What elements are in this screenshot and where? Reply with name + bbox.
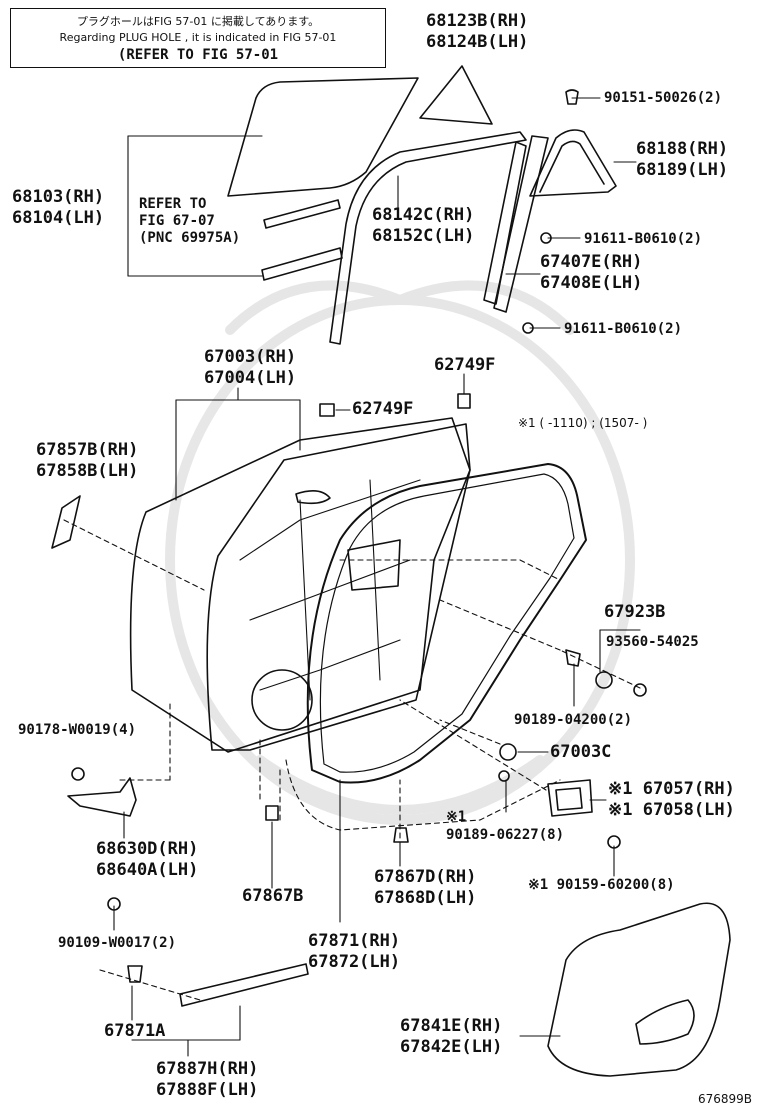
note-line-refer: (REFER TO FIG 57-01 [117,47,279,63]
part-label-91611-lower: 91611-B0610(2) [564,321,683,337]
stopper-67003c [499,743,517,761]
part-label-67858b: 67858B(LH) [36,461,139,481]
part-label-90178: 90178-W0019(4) [18,722,137,738]
lower-moulding-strip [179,963,309,1007]
part-label-68152c: 68152C(LH) [372,226,475,246]
part-label-68640a: 68640A(LH) [96,860,199,880]
door-weatherstrip [306,463,587,784]
part-label-67058: ※1 67058(LH) [608,800,735,820]
refer-line-1: REFER TO [139,196,207,212]
door-inner-frame [206,423,471,751]
bolt-90109 [107,897,121,911]
part-label-68123b: 68123B(RH) [426,11,529,31]
refer-line-2: FIG 67-07 [139,213,215,229]
plug-hole-note-box: プラグホールはFIG 57-01 に掲載してあります。 Regarding PL… [10,8,386,68]
glass-run-channel [329,131,527,345]
part-label-67871a: 67871A [104,1021,166,1041]
door-inner-frame-detail [239,479,421,701]
part-label-90189-06227: 90189-06227(8) [446,827,565,843]
quarter-window-glass [419,65,493,125]
note-line-english: Regarding PLUG HOLE , it is indicated in… [59,31,337,44]
part-label-67887h: 67887H(RH) [156,1059,259,1079]
part-label-67003: 67003(RH) [204,347,297,367]
part-label-90109: 90109-W0017(2) [58,935,177,951]
part-label-90189-04200: 90189-04200(2) [514,712,633,728]
rear-door-panel [129,417,471,753]
door-check-hinge [67,777,137,817]
belt-moulding-lower [261,247,343,281]
part-label-62749f-top: 62749F [434,355,496,375]
part-label-90159: ※1 90159-60200(8) [528,877,675,893]
part-label-67923b: 67923B [604,602,666,622]
part-label-67888f: 67888F(LH) [156,1080,259,1100]
clip-67867b [265,805,279,821]
part-label-68630d: 68630D(RH) [96,839,199,859]
condition-note: ※1 ( -1110) ; (1507- ) [518,416,648,430]
part-label-67841e: 67841E(RH) [400,1016,503,1036]
clip-90151 [565,89,579,105]
part-label-67871: 67871(RH) [308,931,401,951]
clip-62749f-left [319,403,335,417]
part-label-68103: 68103(RH) [12,187,105,207]
trim-inner-handle [635,999,695,1045]
bolt-91611-lower [522,322,534,334]
part-label-67867d: 67867D(RH) [374,867,477,887]
door-lock-assembly [547,779,593,817]
door-handle-recess [295,490,331,505]
note-line-japanese: プラグホールはFIG 57-01 に掲載してあります。 [76,15,320,28]
figure-number: 676899B [697,1092,752,1106]
door-patch-sheet [51,495,81,549]
part-label-68189: 68189(LH) [636,160,729,180]
door-trim-board [547,902,731,1077]
part-label-star1: ※1 [446,809,467,825]
part-label-67868d: 67868D(LH) [374,888,477,908]
refer-fig-note: REFER TO FIG 67-07 (PNC 69975A) [139,196,240,247]
speaker-opening [251,669,313,731]
part-label-67057: ※1 67057(RH) [608,779,735,799]
part-label-93560: 93560-54025 [606,634,699,650]
clip-90189-06227 [498,770,510,782]
part-label-67003c: 67003C [550,742,612,762]
quarter-window-weatherstrip [529,129,617,197]
part-label-68142c: 68142C(RH) [372,205,475,225]
clip-62749f-top [457,393,471,409]
plug-67923b [595,671,613,689]
screw-93560 [633,683,647,697]
clip-67867d [393,827,409,843]
part-label-67407e: 67407E(RH) [540,252,643,272]
leader-lines [113,97,641,1057]
clip-67871a [127,965,143,983]
door-glass [227,77,419,197]
screw-90159 [607,835,621,849]
part-label-67857b: 67857B(RH) [36,440,139,460]
part-label-67408e: 67408E(LH) [540,273,643,293]
clip-90189-04200 [565,649,581,667]
part-label-68188: 68188(RH) [636,139,729,159]
bolt-90178 [71,767,85,781]
part-label-67842e: 67842E(LH) [400,1037,503,1057]
part-label-67004: 67004(LH) [204,368,297,388]
door-weatherstrip-inner [319,473,575,773]
belt-moulding-upper [263,199,341,229]
bolt-91611-upper [540,232,552,244]
access-hole [347,539,401,591]
part-label-91611-upper: 91611-B0610(2) [584,231,703,247]
fastener-clips [67,89,647,983]
part-label-68124b: 68124B(LH) [426,32,529,52]
refer-line-3: (PNC 69975A) [139,230,241,246]
part-label-67867b: 67867B [242,886,304,906]
division-bar [483,141,527,305]
division-bar-lower [493,135,549,313]
part-label-62749f: 62749F [352,399,414,419]
part-label-68104: 68104(LH) [12,208,105,228]
part-label-90151: 90151-50026(2) [604,90,723,106]
part-label-67872: 67872(LH) [308,952,401,972]
